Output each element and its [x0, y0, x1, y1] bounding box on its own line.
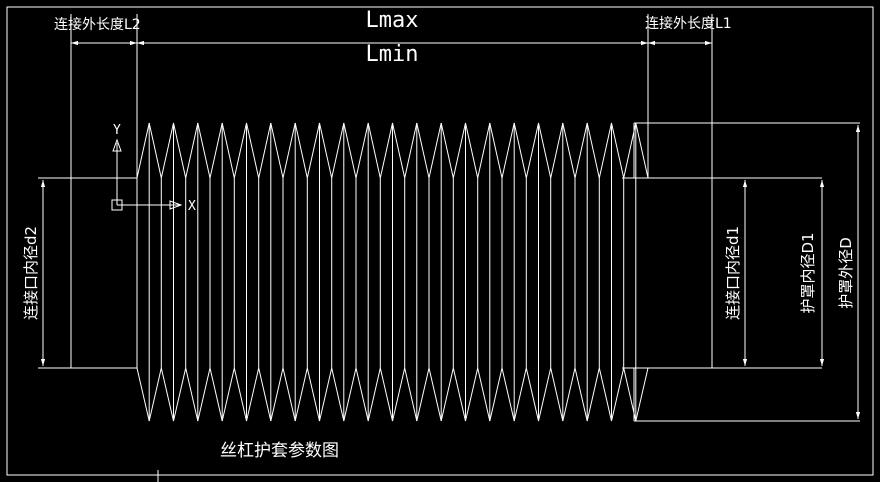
d2-label: 连接口内径d2: [22, 226, 40, 320]
l1-label: 连接外长度L1: [645, 15, 732, 32]
D1-label: 护罩内径D1: [799, 232, 817, 313]
ucs-x-label: X: [188, 199, 196, 214]
drawing-frame: [6, 6, 874, 476]
l2-label: 连接外长度L2: [54, 16, 141, 33]
ucs-y-label: Y: [113, 123, 121, 138]
ucs-icon: Y X: [111, 123, 196, 214]
drawing-title: 丝杠护套参数图: [220, 441, 339, 461]
D-label: 护罩外径D: [837, 237, 855, 309]
lmin-label: Lmin: [366, 42, 419, 67]
left-connector: [70, 177, 138, 369]
d1-label: 连接口内径d1: [724, 226, 742, 320]
bellows-fold-lines: [148, 123, 637, 421]
lmax-label: Lmax: [366, 8, 419, 33]
right-connector: [648, 177, 713, 369]
